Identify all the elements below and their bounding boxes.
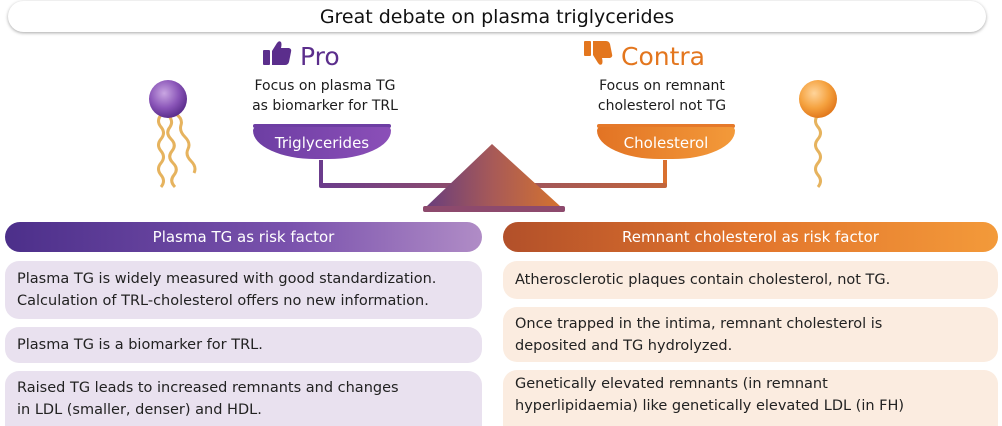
contra-argument-text: deposited and TG hydrolyzed.: [515, 337, 733, 354]
contra-subtitle: Focus on remnant cholesterol not TG: [582, 76, 742, 116]
pro-argument-text: Plasma TG is widely measured with good s…: [17, 271, 437, 287]
pro-heading: Pro: [262, 40, 340, 72]
pro-argument-text: Plasma TG is a biomarker for TRL.: [17, 337, 263, 353]
thumbs-up-icon: [262, 40, 292, 72]
contra-argument-text: hyperlipidaemia) like genetically elevat…: [515, 398, 905, 414]
pro-argument-box: Plasma TG is a biomarker for TRL.: [5, 327, 482, 363]
cholesterol-pan-rim: [597, 124, 735, 128]
cholesterol-molecule-icon: [799, 80, 837, 188]
pro-argument-text: Calculation of TRL-cholesterol offers no…: [17, 293, 429, 309]
contra-argument-box: Atherosclerotic plaques contain choleste…: [503, 261, 998, 299]
contra-label: Contra: [621, 41, 705, 71]
triglyceride-molecule-icon: [149, 80, 197, 189]
thumbs-down-icon: [583, 40, 613, 72]
pro-subtitle-line2: as biomarker for TRL: [252, 98, 398, 114]
remnant-cholesterol-section-header: Remnant cholesterol as risk factor: [503, 222, 998, 252]
contra-heading: Contra: [583, 40, 705, 72]
contra-argument-text: Genetically elevated remnants (in remnan…: [515, 376, 828, 392]
triglycerides-pan-rim: [253, 124, 391, 128]
contra-subtitle-line2: cholesterol not TG: [597, 98, 727, 114]
pro-argument-box: Raised TG leads to increased remnants an…: [5, 371, 482, 426]
contra-argument-box: Genetically elevated remnants (in remnan…: [503, 370, 998, 426]
plasma-tg-section-header: Plasma TG as risk factor: [5, 222, 482, 252]
pro-subtitle-line1: Focus on plasma TG: [254, 78, 396, 94]
cholesterol-pan-label: Cholesterol: [623, 134, 709, 152]
title-bar: Great debate on plasma triglycerides: [8, 1, 986, 32]
pro-argument-text: in LDL (smaller, denser) and HDL.: [17, 401, 262, 418]
pro-argument-box: Plasma TG is widely measured with good s…: [5, 261, 482, 319]
contra-argument-text: Once trapped in the intima, remnant chol…: [515, 315, 883, 332]
page-title: Great debate on plasma triglycerides: [319, 5, 675, 28]
triglycerides-pan-label: Triglycerides: [274, 134, 370, 152]
plasma-tg-section-title: Plasma TG as risk factor: [152, 228, 335, 246]
contra-subtitle-line1: Focus on remnant: [599, 78, 725, 94]
contra-argument-box: Once trapped in the intima, remnant chol…: [503, 307, 998, 362]
pro-argument-text: Raised TG leads to increased remnants an…: [17, 379, 399, 396]
pro-label: Pro: [300, 41, 340, 71]
pro-subtitle: Focus on plasma TG as biomarker for TRL: [240, 76, 410, 116]
contra-argument-text: Atherosclerotic plaques contain choleste…: [515, 272, 891, 288]
remnant-cholesterol-section-title: Remnant cholesterol as risk factor: [622, 228, 879, 246]
